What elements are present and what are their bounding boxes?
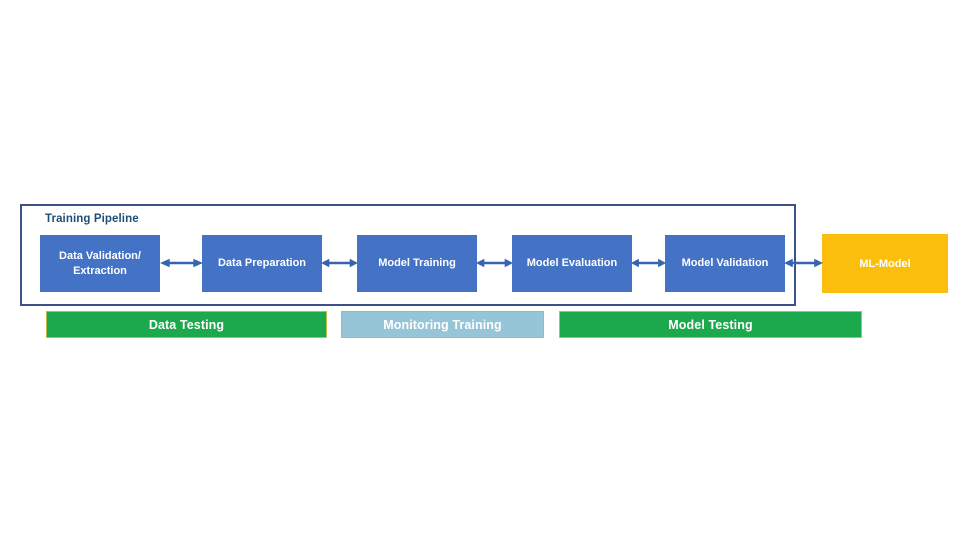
- monitoring-training-label: Monitoring Training: [383, 317, 502, 332]
- model-testing-bar: Model Testing: [559, 311, 862, 338]
- data-testing-bar: Data Testing: [46, 311, 327, 338]
- stage-label: Data Preparation: [217, 257, 307, 270]
- stage-box-model-training: Model Training: [357, 235, 477, 292]
- bidirectional-arrow-icon: [321, 257, 358, 269]
- bidirectional-arrow-icon: [631, 257, 666, 269]
- stage-label: Model Evaluation: [526, 257, 618, 270]
- stage-box-model-evaluation: Model Evaluation: [512, 235, 632, 292]
- bidirectional-arrow-icon: [476, 257, 513, 269]
- stage-label: Model Training: [378, 257, 456, 270]
- monitoring-training-bar: Monitoring Training: [341, 311, 544, 338]
- ml-model-box: ML-Model: [822, 234, 948, 293]
- stage-box-data-preparation: Data Preparation: [202, 235, 322, 292]
- stage-label: Model Validation: [681, 257, 769, 270]
- stage-box-data-validation-extraction: Data Validation/ Extraction: [40, 235, 160, 292]
- bidirectional-arrow-icon: [160, 257, 203, 269]
- bidirectional-arrow-icon: [784, 257, 823, 269]
- ml-model-label: ML-Model: [859, 257, 911, 270]
- data-testing-label: Data Testing: [148, 317, 225, 332]
- training-pipeline-label: Training Pipeline: [45, 213, 139, 225]
- stage-label: Data Validation/ Extraction: [59, 249, 141, 277]
- model-testing-label: Model Testing: [668, 317, 753, 332]
- stage-box-model-validation: Model Validation: [665, 235, 785, 292]
